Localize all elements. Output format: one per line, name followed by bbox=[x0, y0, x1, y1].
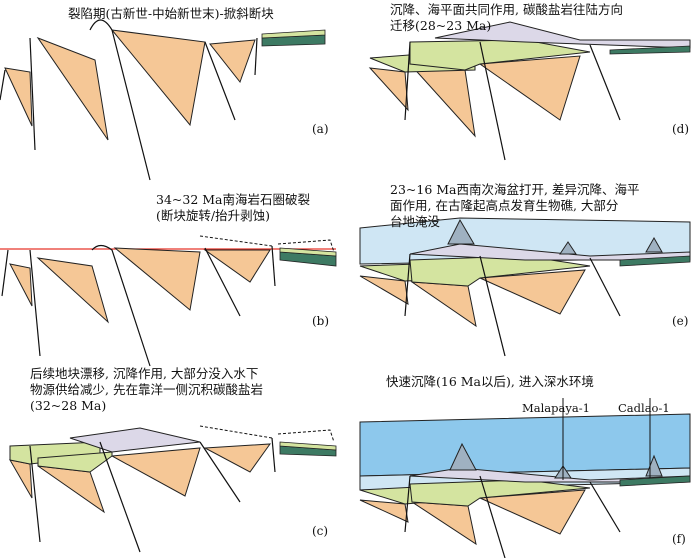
panel-b: 34~32 Ma南海岩石圈破裂 (断块旋转/抬升剥蚀) (b) bbox=[0, 186, 350, 372]
panel-f-caption: 快速沉降(16 Ma以后), 进入深水环境 bbox=[386, 374, 594, 389]
panel-a-caption: 裂陷期(古新世-中始新世末)-掀斜断块 bbox=[68, 6, 274, 21]
panel-c-caption: 后续地块漂移, 沉降作用, 大部分没入水下 物源供给减少, 先在靠洋一侧沉积碳酸… bbox=[30, 366, 263, 413]
panel-e: 23~16 Ma西南次海盆打开, 差异沉降、海平 面作用, 在古隆起高点发育生物… bbox=[350, 182, 700, 372]
well-label-malapaya: Malapaya-1 bbox=[522, 401, 590, 415]
section-c-graphic bbox=[9, 425, 337, 553]
panel-f: 快速沉降(16 Ma以后), 进入深水环境 Malapaya-1 Cadlao-… bbox=[350, 372, 700, 558]
panel-a: 裂陷期(古新世-中始新世末)-掀斜断块 (a) bbox=[0, 0, 350, 186]
section-e-graphic bbox=[359, 217, 691, 357]
panel-a-tag: (a) bbox=[312, 122, 329, 136]
section-f-graphic bbox=[359, 398, 691, 558]
panel-d-tag: (d) bbox=[672, 122, 690, 136]
panel-e-caption: 23~16 Ma西南次海盆打开, 差异沉降、海平 面作用, 在古隆起高点发育生物… bbox=[390, 182, 640, 229]
panel-f-tag: (f) bbox=[672, 532, 686, 546]
panel-d-caption: 沉降、海平面共同作用, 碳酸盐岩往陆方向 迁移(28~23 Ma) bbox=[390, 2, 623, 33]
section-d-graphic bbox=[368, 21, 691, 161]
panel-d: 沉降、海平面共同作用, 碳酸盐岩往陆方向 迁移(28~23 Ma) (d) bbox=[350, 0, 700, 186]
panel-e-tag: (e) bbox=[672, 314, 689, 328]
panel-c: 后续地块漂移, 沉降作用, 大部分没入水下 物源供给减少, 先在靠洋一侧沉积碳酸… bbox=[0, 366, 350, 558]
section-b-graphic bbox=[0, 235, 337, 367]
panel-b-tag: (b) bbox=[312, 314, 330, 328]
well-label-cadlao: Cadlao-1 bbox=[618, 401, 670, 415]
panel-b-caption: 34~32 Ma南海岩石圈破裂 (断块旋转/抬升剥蚀) bbox=[156, 192, 311, 223]
panel-c-tag: (c) bbox=[312, 524, 329, 538]
section-a-graphic bbox=[0, 19, 326, 181]
